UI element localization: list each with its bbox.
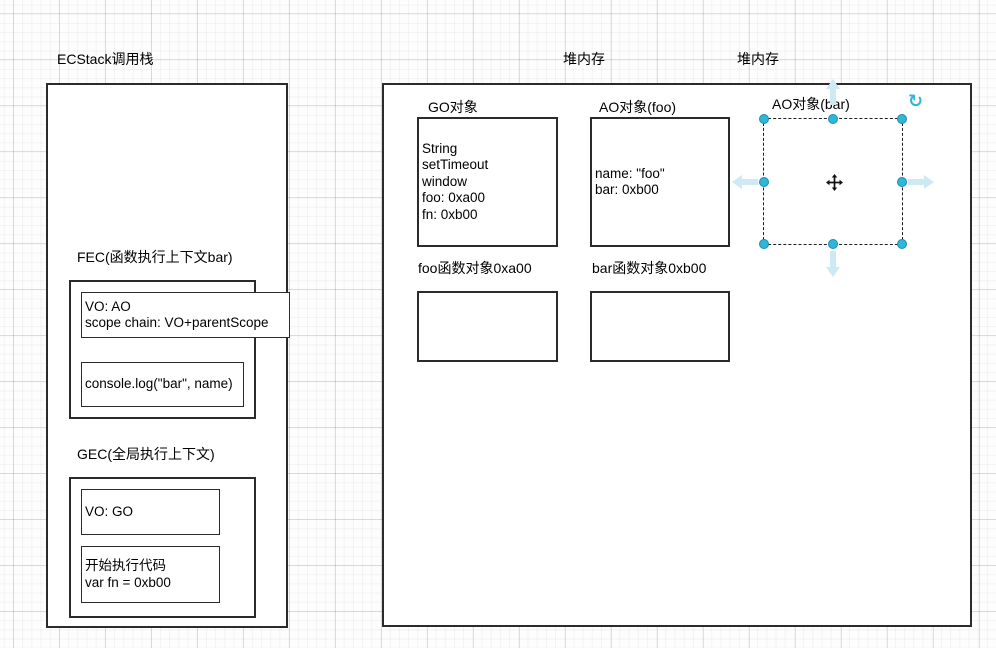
resize-handle-s[interactable] (828, 239, 838, 249)
ao-foo-text: name: "foo" bar: 0xb00 (595, 165, 665, 198)
heap-title-right[interactable]: 堆内存 (737, 51, 779, 67)
create-edge-right-arrow[interactable] (908, 173, 934, 191)
resize-handle-se[interactable] (897, 239, 907, 249)
go-object-title[interactable]: GO对象 (428, 99, 478, 115)
ao-foo-box[interactable]: name: "foo" bar: 0xb00 (590, 117, 730, 247)
rotate-handle-icon[interactable]: ↻ (908, 91, 924, 111)
foo-fn-title[interactable]: foo函数对象0xa00 (418, 260, 532, 276)
create-edge-left-arrow[interactable] (732, 173, 758, 191)
go-object-text: String setTimeout window foo: 0xa00 fn: … (422, 140, 489, 222)
gec-title[interactable]: GEC(全局执行上下文) (77, 446, 215, 462)
resize-handle-n[interactable] (828, 114, 838, 124)
fec-code-box[interactable]: console.log("bar", name) (81, 362, 244, 407)
resize-handle-ne[interactable] (897, 114, 907, 124)
fec-code-text: console.log("bar", name) (85, 376, 233, 392)
bar-fn-title[interactable]: bar函数对象0xb00 (592, 260, 707, 276)
create-edge-up-arrow[interactable] (824, 79, 842, 105)
gec-vo-box[interactable]: VO: GO (81, 489, 220, 535)
ecstack-title[interactable]: ECStack调用栈 (57, 51, 154, 67)
fec-vo-box[interactable]: VO: AO scope chain: VO+parentScope (81, 292, 290, 338)
gec-code-box[interactable]: 开始执行代码 var fn = 0xb00 (81, 546, 220, 603)
foo-fn-box[interactable] (417, 291, 558, 362)
resize-handle-nw[interactable] (759, 114, 769, 124)
fec-vo-text: VO: AO scope chain: VO+parentScope (85, 298, 269, 331)
bar-fn-box[interactable] (590, 291, 730, 362)
fec-title[interactable]: FEC(函数执行上下文bar) (77, 249, 233, 265)
create-edge-down-arrow[interactable] (824, 251, 842, 277)
heap-title-left[interactable]: 堆内存 (563, 51, 605, 67)
resize-handle-sw[interactable] (759, 239, 769, 249)
gec-vo-text: VO: GO (85, 503, 134, 519)
go-object-box[interactable]: String setTimeout window foo: 0xa00 fn: … (417, 117, 558, 247)
ao-bar-box-selected[interactable] (759, 114, 907, 249)
move-cursor-icon (826, 174, 843, 191)
resize-handle-w[interactable] (759, 176, 769, 187)
gec-code-text: 开始执行代码 var fn = 0xb00 (85, 558, 171, 590)
ao-foo-title[interactable]: AO对象(foo) (599, 99, 677, 115)
resize-handle-e[interactable] (897, 176, 907, 187)
